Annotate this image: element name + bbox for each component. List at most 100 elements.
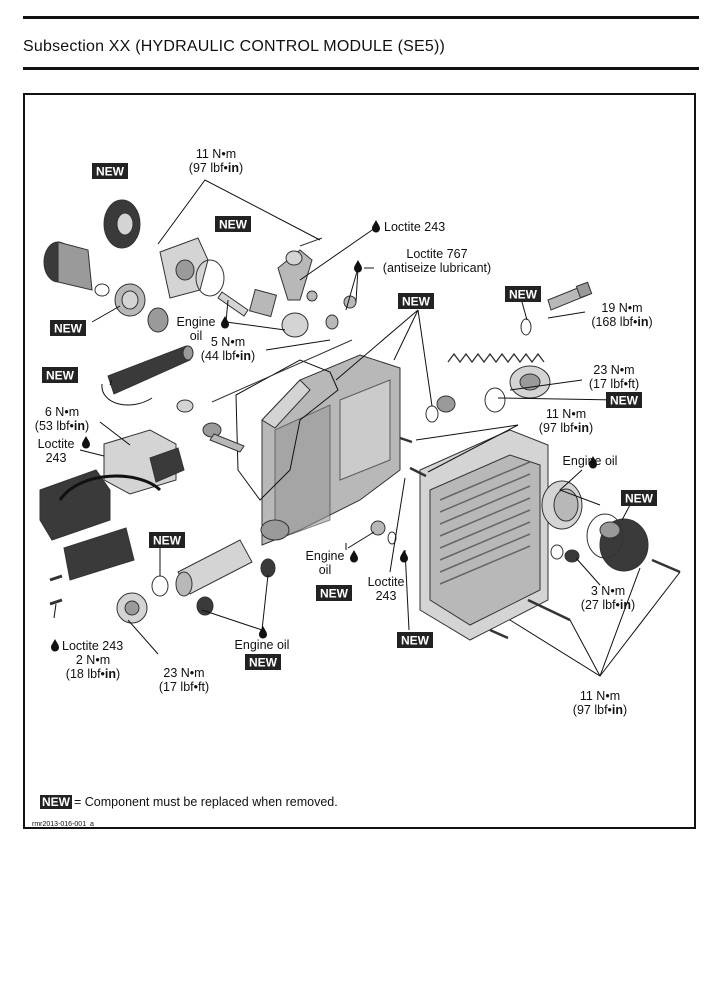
callout-torque-11nm-mid: 11 N•m (97 lbf•in) [539,407,593,435]
page-title: Subsection XX (HYDRAULIC CONTROL MODULE … [23,38,446,55]
svg-text:23 N•m: 23 N•m [593,363,634,377]
plug-23nm [116,592,148,624]
sensor-fitting [176,399,245,453]
svg-text:11 N•m: 11 N•m [580,689,620,703]
svg-text:NEW: NEW [46,369,75,383]
oil-seal [147,307,169,333]
pressure-regulator [547,281,593,311]
accumulator-plug [509,365,551,399]
svg-text:(53 lbf•in): (53 lbf•in) [35,419,89,433]
svg-text:243: 243 [376,589,397,603]
pump-housing [159,237,209,299]
pump-rotor [248,288,309,338]
loctite-drop-767 [354,260,362,273]
callout-engine-oil-b: Engine oil [306,549,345,577]
loctite-drop-left [82,436,90,449]
new-badge: NEW [50,320,86,336]
valve-body [260,354,401,546]
new-badge: NEW [316,585,352,601]
svg-text:23 N•m: 23 N•m [163,666,204,680]
speed-sensor [107,345,194,395]
svg-text:(27 lbf•in): (27 lbf•in) [581,598,635,612]
accumulator-oring [484,387,506,413]
regulator-oring [520,318,532,336]
svg-text:NEW: NEW [402,295,431,309]
svg-text:2 N•m: 2 N•m [76,653,110,667]
pump-oring [195,259,225,297]
loctite-drop-mid [400,550,408,563]
piston-seal-b [196,596,214,616]
svg-text:Loctite: Loctite [38,437,75,451]
figure-id: rmr2013-016-001_a [32,821,94,828]
oil-drop-b [350,550,358,563]
circlip [94,283,110,297]
legend-new-badge: NEW [40,795,72,809]
cover-screws [399,436,681,640]
callout-loctite-243-top: Loctite 243 [384,220,445,234]
svg-text:Engine: Engine [177,315,216,329]
svg-text:3 N•m: 3 N•m [591,584,625,598]
legend: NEW = Component must be replaced when re… [40,795,338,809]
spring [447,352,545,364]
callout-torque-11nm-bottom: 11 N•m (97 lbf•in) [573,689,627,717]
long-rod [211,339,353,403]
svg-text:NEW: NEW [610,394,639,408]
callout-torque-6nm: 6 N•m (53 lbf•in) [35,405,89,433]
loctite-drop-bottom [51,639,59,652]
new-badge: NEW [245,654,281,670]
svg-text:NEW: NEW [153,534,182,548]
svg-text:(17 lbf•ft): (17 lbf•ft) [159,680,209,694]
bearing-sleeve [114,283,146,317]
svg-text:19 N•m: 19 N•m [601,301,642,315]
svg-text:(97 lbf•in): (97 lbf•in) [573,703,627,717]
bushing [370,520,397,545]
svg-text:243: 243 [46,451,67,465]
new-badge: NEW [621,490,657,506]
svg-text:NEW: NEW [625,492,654,506]
new-badge: NEW [42,367,78,383]
svg-text:Loctite: Loctite [368,575,405,589]
svg-text:Loctite 243: Loctite 243 [62,639,123,653]
svg-text:(antiseize lubricant): (antiseize lubricant) [383,261,491,275]
oil-drop-bottom [259,626,267,639]
oil-filter [541,480,583,530]
new-badge: NEW [215,216,251,232]
callout-loctite-left: Loctite 243 [38,437,75,465]
drain-plug [564,549,580,563]
new-badge: NEW [397,632,433,648]
svg-text:Loctite 767: Loctite 767 [406,247,467,261]
callout-engine-oil-bottom: Engine oil [235,638,290,652]
svg-text:(97 lbf•in): (97 lbf•in) [189,161,243,175]
plug-small-oring [425,405,439,423]
callout-torque-23nm-bottom: 23 N•m (17 lbf•ft) [159,666,209,694]
svg-text:NEW: NEW [249,656,278,670]
svg-text:(44 lbf•in): (44 lbf•in) [201,349,255,363]
pump-shaft [217,291,249,317]
svg-text:NEW: NEW [96,165,125,179]
svg-text:oil: oil [319,563,332,577]
callout-torque-3nm: 3 N•m (27 lbf•in) [581,584,635,612]
sensor-oring [101,383,153,406]
svg-text:oil: oil [190,329,203,343]
small-fittings [306,290,357,330]
svg-text:5 N•m: 5 N•m [211,335,245,349]
lever-arm [277,249,313,301]
svg-text:6 N•m: 6 N•m [45,405,79,419]
new-badge: NEW [149,532,185,548]
legend-text: = Component must be replaced when remove… [74,795,338,809]
svg-text:NEW: NEW [401,634,430,648]
callout-torque-5nm: 5 N•m (44 lbf•in) [201,335,255,363]
pump-gear [103,199,141,249]
svg-text:11 N•m: 11 N•m [196,147,236,161]
callout-torque-11nm-top: 11 N•m (97 lbf•in) [189,147,243,175]
plug-small [436,395,456,413]
loctite-drop-top [372,220,380,233]
svg-text:11 N•m: 11 N•m [546,407,586,421]
callout-engine-oil-right: Engine oil [563,454,618,468]
clutch-drum [43,241,93,291]
svg-text:Engine: Engine [306,549,345,563]
figure-frame [23,93,696,829]
svg-text:NEW: NEW [320,587,349,601]
new-badge: NEW [92,163,128,179]
